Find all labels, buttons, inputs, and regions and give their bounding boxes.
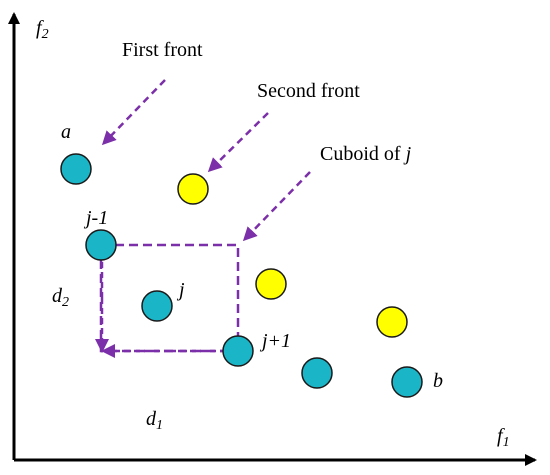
point-j-plus-1 <box>222 335 254 367</box>
first-front-label: First front <box>122 39 203 61</box>
label-b: b <box>433 370 443 392</box>
cuboid-arrow <box>242 171 311 242</box>
label-d2: d2 <box>52 285 69 310</box>
point-a <box>60 153 92 185</box>
first-front-arrow <box>101 79 166 146</box>
point-j-minus-1 <box>85 229 117 261</box>
label-j-plus-1: j+1 <box>259 330 291 352</box>
second-front-arrow <box>207 112 269 173</box>
first-front-point <box>301 357 333 389</box>
label-d1: d1 <box>146 408 163 433</box>
label-a: a <box>61 121 71 143</box>
y-axis-label: f2 <box>36 17 49 42</box>
point-b <box>391 366 423 398</box>
point-j <box>141 290 173 322</box>
cuboid-label: Cuboid of j <box>320 143 412 165</box>
second-front-point <box>255 268 287 300</box>
label-j-minus-1: j-1 <box>83 207 108 229</box>
second-front-point <box>177 173 209 205</box>
second-front-point <box>376 306 408 338</box>
label-j: j <box>176 279 185 301</box>
x-axis-label: f1 <box>497 425 510 450</box>
second-front-label: Second front <box>257 80 360 102</box>
